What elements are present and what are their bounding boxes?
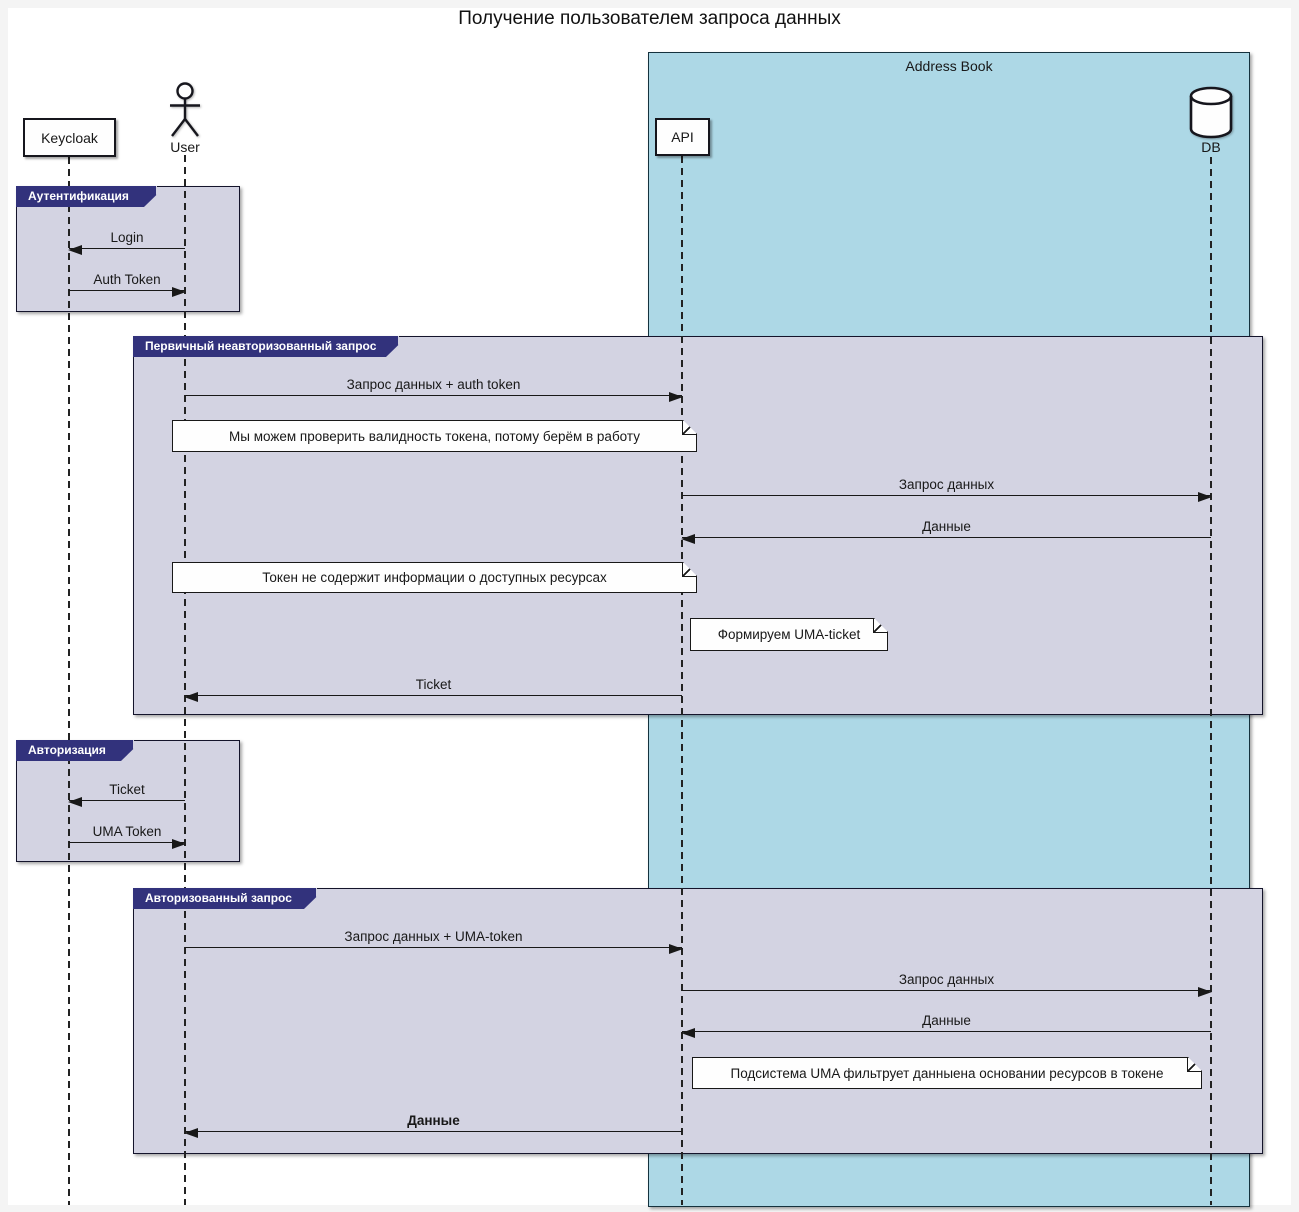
message-data-final: Данные xyxy=(184,1113,682,1138)
message-login-label: Login xyxy=(110,230,144,245)
message-request-data-1-label: Запрос данных xyxy=(898,477,995,492)
message-ticket-to-user-label: Ticket xyxy=(415,677,452,692)
message-auth-token-label: Auth Token xyxy=(93,272,161,287)
note-uma-filter: Подсистема UMA фильтрует данныена основа… xyxy=(692,1057,1202,1089)
message-request-auth-token-label: Запрос данных + auth token xyxy=(346,377,521,392)
group-frame-authorized-request xyxy=(133,888,1263,1154)
message-uma-token: UMA Token xyxy=(69,824,186,849)
lifeline-db xyxy=(1210,157,1212,1205)
note-uma-filter-text: Подсистема UMA фильтрует данныена основа… xyxy=(730,1065,1164,1081)
message-request-data-2-line xyxy=(682,990,1211,991)
lifeline-keycloak xyxy=(68,157,70,1205)
participant-db-label: DB xyxy=(1201,139,1221,155)
message-uma-token-line xyxy=(69,842,185,843)
message-request-uma-token: Запрос данных + UMA-token xyxy=(185,929,683,954)
group-frame-unauthorized-request xyxy=(133,336,1263,715)
message-login: Login xyxy=(68,230,185,255)
participant-keycloak: Keycloak xyxy=(23,118,116,157)
arrowhead-right-icon xyxy=(1198,492,1212,502)
participant-user-label: User xyxy=(170,139,200,155)
message-auth-token: Auth Token xyxy=(69,272,186,297)
message-data-2: Данные xyxy=(681,1013,1211,1038)
message-login-line xyxy=(69,248,185,249)
group-tab-authorized-request: Авторизованный запрос xyxy=(133,888,317,909)
message-data-final-label: Данные xyxy=(407,1113,460,1128)
arrowhead-right-icon xyxy=(172,287,186,297)
message-auth-token-line xyxy=(69,290,185,291)
note-form-uma-ticket-text: Формируем UMA-ticket xyxy=(717,627,861,642)
note-token-valid: Мы можем проверить валидность токена, по… xyxy=(172,420,697,452)
participant-api: API xyxy=(655,118,710,156)
lifeline-user xyxy=(184,155,186,1205)
message-data-final-line xyxy=(185,1131,682,1132)
lifeline-api xyxy=(681,156,683,1205)
arrowhead-left-icon xyxy=(681,1028,695,1038)
message-data-2-label: Данные xyxy=(922,1013,971,1028)
participant-keycloak-label: Keycloak xyxy=(41,129,98,146)
message-request-data-1: Запрос данных xyxy=(682,477,1212,502)
participant-api-label: API xyxy=(671,129,694,145)
actor-user-icon xyxy=(170,82,200,137)
group-tab-authorization: Авторизация xyxy=(16,740,134,761)
message-ticket-to-user: Ticket xyxy=(184,677,682,702)
group-frame-authentication xyxy=(16,186,240,312)
message-request-uma-token-label: Запрос данных + UMA-token xyxy=(344,929,523,944)
message-data-1-label: Данные xyxy=(922,519,971,534)
arrowhead-left-icon xyxy=(68,797,82,807)
note-token-valid-text: Мы можем проверить валидность токена, по… xyxy=(229,428,640,444)
message-ticket-to-user-line xyxy=(185,695,682,696)
message-request-data-2: Запрос данных xyxy=(682,972,1212,997)
arrowhead-left-icon xyxy=(681,534,695,544)
arrowhead-right-icon xyxy=(172,839,186,849)
message-request-data-2-label: Запрос данных xyxy=(898,972,995,987)
arrowhead-right-icon xyxy=(669,392,683,402)
message-ticket-to-keycloak-line xyxy=(69,800,185,801)
message-data-1: Данные xyxy=(681,519,1211,544)
note-form-uma-ticket: Формируем UMA-ticket xyxy=(690,618,888,651)
arrowhead-left-icon xyxy=(68,245,82,255)
message-ticket-to-keycloak: Ticket xyxy=(68,782,185,807)
message-uma-token-label: UMA Token xyxy=(92,824,162,839)
message-data-1-line xyxy=(682,537,1211,538)
message-request-auth-token: Запрос данных + auth token xyxy=(185,377,683,402)
diagram-title: Получение пользователем запроса данных xyxy=(458,8,841,29)
note-token-no-info-text: Токен не содержит информации о доступных… xyxy=(262,570,607,585)
message-request-uma-token-line xyxy=(185,947,682,948)
note-token-no-info: Токен не содержит информации о доступных… xyxy=(172,562,697,593)
group-tab-unauthorized-request: Первичный неавторизованный запрос xyxy=(133,336,399,357)
arrowhead-left-icon xyxy=(184,692,198,702)
message-ticket-to-keycloak-label: Ticket xyxy=(109,782,145,797)
message-request-data-1-line xyxy=(682,495,1211,496)
arrowhead-right-icon xyxy=(669,944,683,954)
message-data-2-line xyxy=(682,1031,1211,1032)
arrowhead-right-icon xyxy=(1198,987,1212,997)
group-tab-authentication: Аутентификация xyxy=(16,186,157,207)
arrowhead-left-icon xyxy=(184,1128,198,1138)
message-request-auth-token-line xyxy=(185,395,682,396)
system-box-label: Address Book xyxy=(905,58,993,74)
database-db-icon xyxy=(1189,86,1233,139)
